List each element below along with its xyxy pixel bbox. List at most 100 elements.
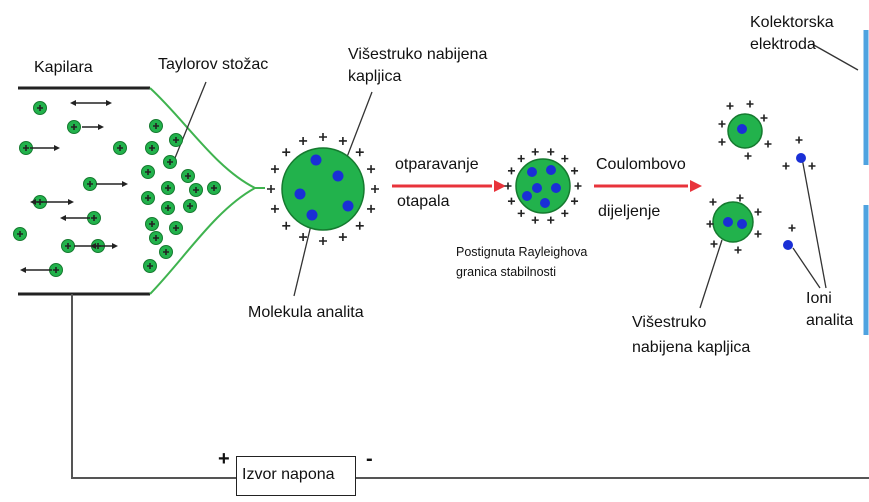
charge-plus — [726, 102, 734, 110]
charge-plus — [547, 148, 555, 156]
analyte-molecule — [306, 209, 318, 221]
charge-plus — [149, 221, 155, 227]
charge-plus — [282, 221, 291, 230]
analyte-molecule — [527, 167, 537, 177]
coulomb-fission-label-top: Coulombovo — [596, 156, 686, 173]
analyte-molecule — [723, 217, 733, 227]
pointer-ions-a — [801, 157, 827, 289]
large-droplet — [281, 147, 365, 231]
charge-plus — [734, 246, 742, 254]
circuit-wire-left — [71, 294, 236, 479]
pointer-collector — [811, 43, 859, 71]
power-supply-box — [236, 456, 356, 496]
charge-plus — [23, 145, 29, 151]
evaporation-label-bottom: otapala — [397, 193, 450, 210]
analyte-molecule — [532, 183, 542, 193]
ion-motion-arrowhead — [112, 243, 118, 249]
negative-terminal: - — [366, 448, 373, 470]
charge-plus — [319, 133, 327, 141]
ion-motion-arrowhead — [122, 181, 128, 187]
charge-plus — [147, 263, 153, 269]
analyte-ion — [783, 240, 793, 250]
charge-plus — [710, 240, 718, 248]
charge-plus — [718, 120, 726, 128]
charge-plus — [507, 197, 515, 205]
charge-plus — [299, 136, 308, 145]
charge-plus — [795, 136, 803, 144]
analyte-molecule — [546, 165, 556, 175]
charge-plus — [319, 237, 327, 245]
charge-plus — [517, 155, 525, 163]
ion-motion-arrowhead — [98, 124, 104, 130]
pointer-small-droplet — [699, 239, 723, 309]
charge-plus — [117, 145, 123, 151]
charge-plus — [185, 173, 191, 179]
taylor-cone-label: Taylorov stožac — [158, 56, 269, 73]
ion-motion-arrowhead — [20, 267, 26, 273]
charge-plus — [746, 100, 754, 108]
charge-plus — [355, 148, 364, 157]
charge-plus — [53, 267, 59, 273]
analyte-ion — [796, 153, 806, 163]
charge-plus — [507, 167, 515, 175]
evaporation-arrowhead — [494, 180, 506, 192]
ion-motion-arrowhead — [106, 100, 112, 106]
charge-plus — [718, 138, 726, 146]
charge-plus — [153, 235, 159, 241]
charge-plus — [270, 204, 279, 213]
charge-plus — [173, 137, 179, 143]
charge-plus — [282, 148, 291, 157]
charge-plus — [571, 167, 579, 175]
analyte-ions-label: Ioni analita — [806, 290, 854, 329]
charge-plus — [561, 209, 569, 217]
charge-plus — [782, 162, 790, 170]
charge-plus — [706, 220, 714, 228]
small-droplet-label: Višestruko nabijena kapljica — [632, 314, 751, 356]
charge-plus — [709, 198, 717, 206]
analyte-molecule-label: Molekula analita — [248, 304, 364, 321]
evaporation-label-top: otparavanje — [395, 156, 479, 173]
pointer-ions-b — [792, 247, 821, 289]
charge-plus — [71, 124, 77, 130]
charge-plus — [744, 152, 752, 160]
analyte-molecule — [310, 154, 322, 166]
charge-plus — [145, 195, 151, 201]
charge-plus — [764, 140, 772, 148]
rayleigh-limit-label: Postignuta Rayleighova granica stabilnos… — [456, 245, 588, 279]
charge-plus — [371, 185, 379, 193]
charge-plus — [65, 243, 71, 249]
analyte-molecule — [551, 183, 561, 193]
charge-plus — [736, 194, 744, 202]
charge-plus — [173, 225, 179, 231]
charge-plus — [338, 233, 347, 242]
charge-plus — [547, 216, 555, 224]
charge-plus — [367, 204, 376, 213]
charge-plus — [338, 136, 347, 145]
charge-plus — [571, 197, 579, 205]
ion-motion-arrowhead — [68, 199, 74, 205]
charge-plus — [531, 216, 539, 224]
analyte-molecule — [342, 200, 354, 212]
ion-motion-arrowhead — [54, 145, 60, 151]
analyte-molecule — [522, 191, 532, 201]
capillary-label: Kapilara — [34, 59, 93, 76]
charge-plus — [165, 205, 171, 211]
charge-plus — [193, 187, 199, 193]
coulomb-fission-label-bottom: dijeljenje — [598, 203, 661, 220]
ion-motion-arrowhead — [90, 243, 96, 249]
charge-plus — [299, 233, 308, 242]
charge-plus — [517, 209, 525, 217]
charge-plus — [187, 203, 193, 209]
charge-plus — [267, 185, 275, 193]
charge-plus — [145, 169, 151, 175]
charge-plus — [760, 114, 768, 122]
power-supply-label: Izvor napona — [242, 466, 335, 483]
charge-plus — [149, 145, 155, 151]
pointer-analyte — [293, 220, 313, 297]
analyte-molecule — [294, 188, 306, 200]
charge-plus — [754, 208, 762, 216]
analyte-molecule — [737, 219, 747, 229]
analyte-molecule — [737, 124, 747, 134]
